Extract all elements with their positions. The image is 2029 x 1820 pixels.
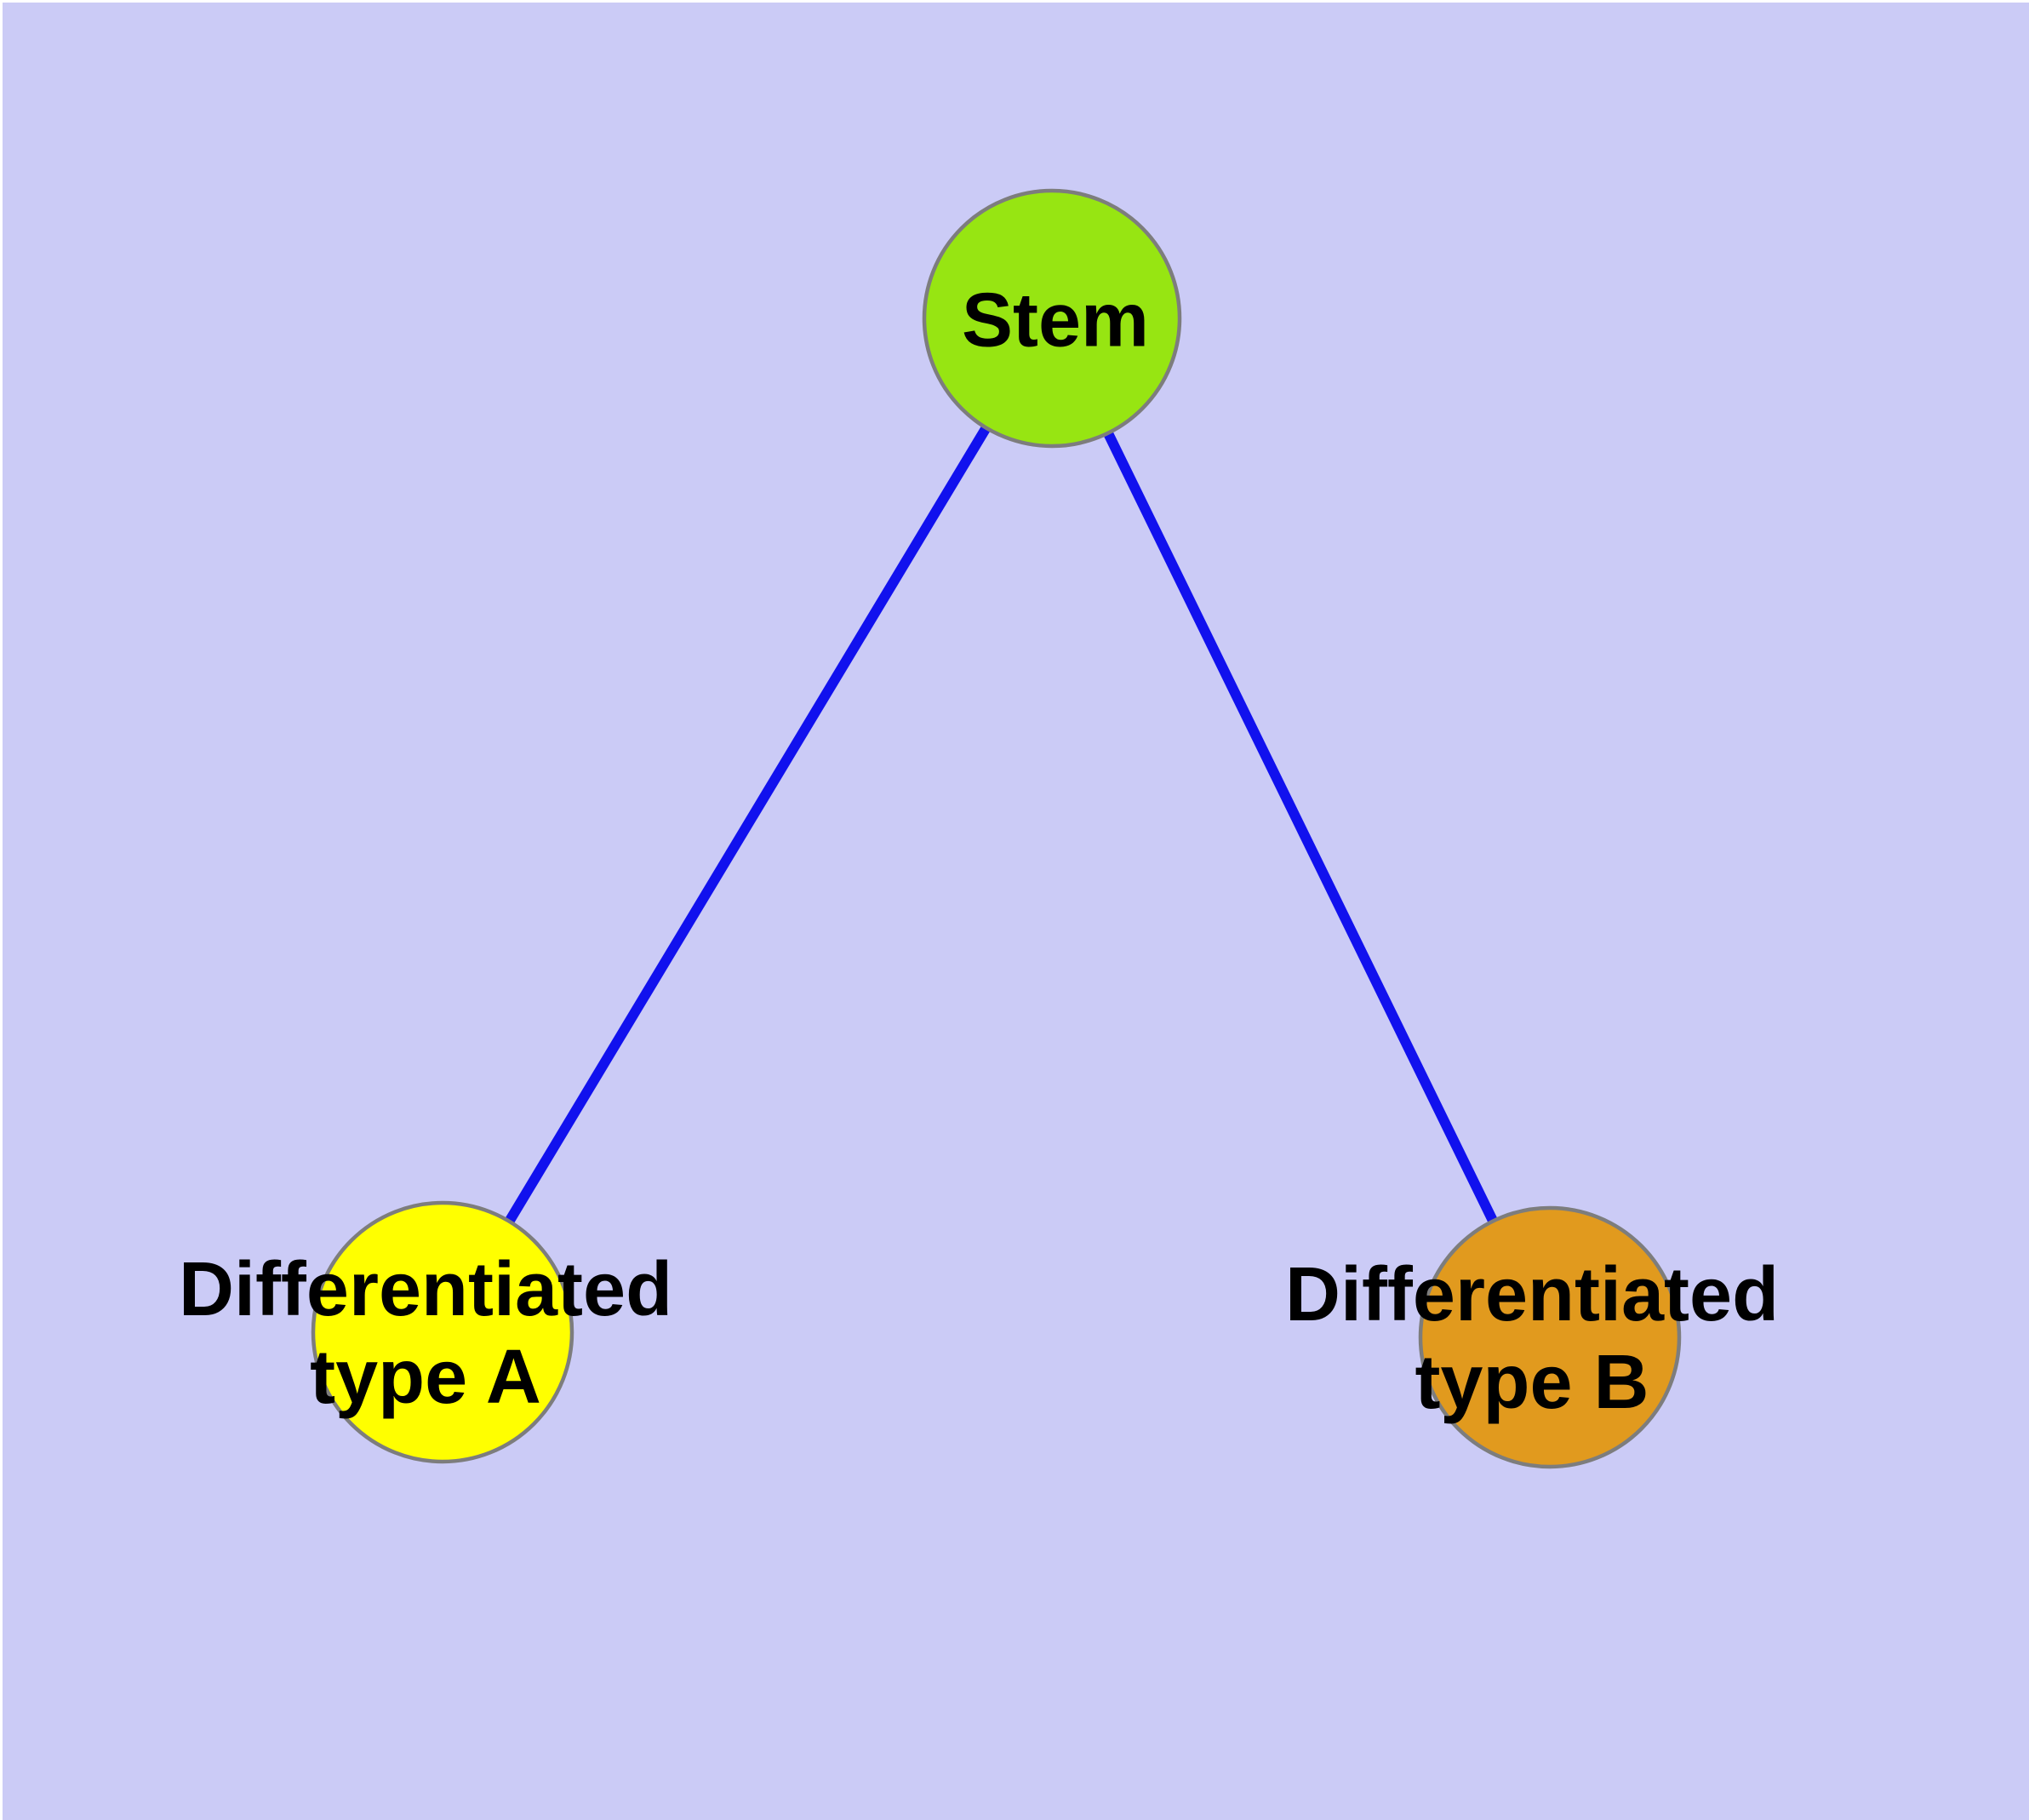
edge-stem-to-differentiated-type-a [437,315,1057,1336]
node-differentiated-type-a [311,1200,574,1464]
edge-stem-to-differentiated-type-b [1047,316,1555,1340]
node-layer [311,188,1682,1469]
node-stem [922,188,1182,449]
edge-layer [437,315,1555,1340]
node-differentiated-type-b [1418,1205,1682,1469]
